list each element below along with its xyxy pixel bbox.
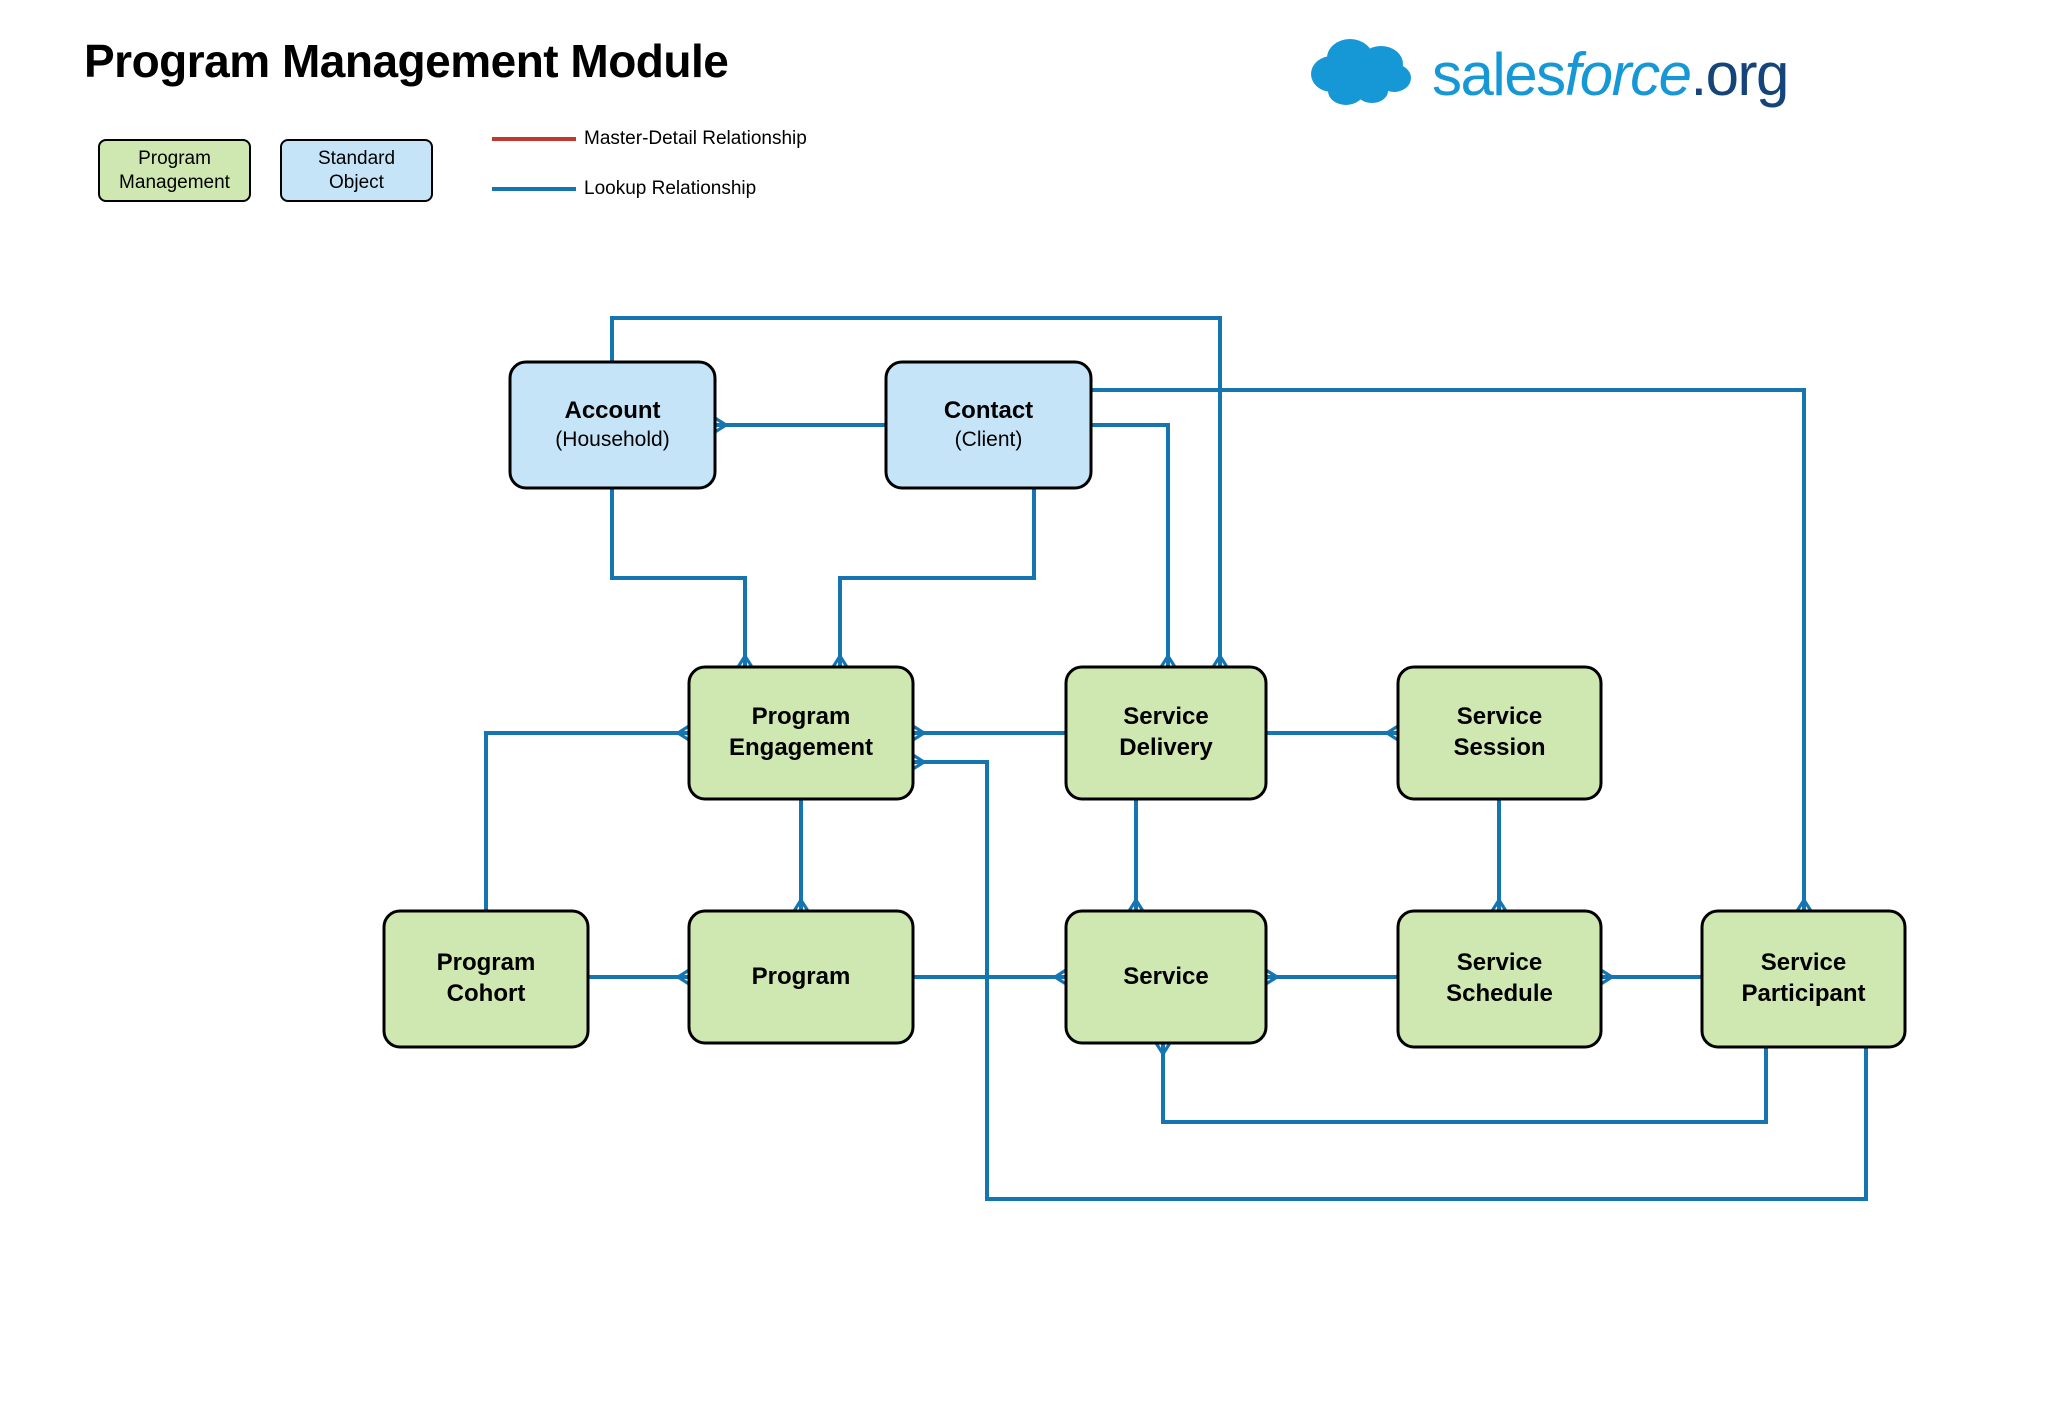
node-box-program-cohort[interactable] [382, 909, 590, 1049]
legend-key-line1: Standard [317, 147, 396, 169]
connector-account-program-engagement [610, 488, 745, 667]
node-box-contact[interactable] [884, 360, 1093, 490]
node-box-service-session[interactable] [1396, 665, 1603, 801]
node-box-program[interactable] [687, 909, 915, 1045]
node-box-service-schedule[interactable] [1396, 909, 1603, 1049]
legend-label-lookup: Lookup Relationship [584, 178, 757, 199]
lookup-line-swatch [492, 187, 576, 191]
legend-key-standard-object: Standard Object [280, 139, 433, 202]
salesforce-cloud-icon [1310, 34, 1418, 115]
page-title: Program Management Module [84, 35, 729, 87]
node-box-service[interactable] [1064, 909, 1268, 1045]
node-box-account[interactable] [508, 360, 717, 490]
connector-contact-program-engagement [840, 488, 1036, 667]
salesforce-org-logo: salesforce.org [1310, 34, 1789, 115]
logo-wordmark: salesforce.org [1432, 44, 1789, 105]
connector-service-participant-service [1163, 1043, 1768, 1124]
connector-account-service-delivery [610, 316, 1220, 667]
legend-key-line1: Program [138, 147, 211, 169]
legend-row-master-detail: Master-Detail Relationship [492, 128, 807, 150]
legend-key-program-management: Program Management [98, 139, 251, 202]
connector-program-cohort-program-engagement [484, 733, 689, 911]
legend-row-lookup: Lookup Relationship [492, 178, 756, 200]
logo-text-org: .org [1690, 40, 1789, 108]
connector-layer [484, 316, 1868, 1201]
node-box-service-delivery[interactable] [1064, 665, 1268, 801]
connector-contact-service-participant [1091, 388, 1804, 911]
connector-service-participant-program-engagement [913, 762, 1868, 1201]
logo-text-force: force [1564, 40, 1692, 108]
legend-key-line2: Management [119, 171, 230, 193]
connector-contact-service-delivery [1091, 423, 1168, 667]
legend-key-line2: Object [329, 171, 384, 193]
node-layer [382, 360, 1907, 1049]
node-box-service-participant[interactable] [1700, 909, 1907, 1049]
master-detail-line-swatch [492, 137, 576, 141]
node-box-program-engagement[interactable] [687, 665, 915, 801]
legend-label-master-detail: Master-Detail Relationship [584, 128, 807, 149]
logo-text-sales: sales [1432, 40, 1566, 108]
